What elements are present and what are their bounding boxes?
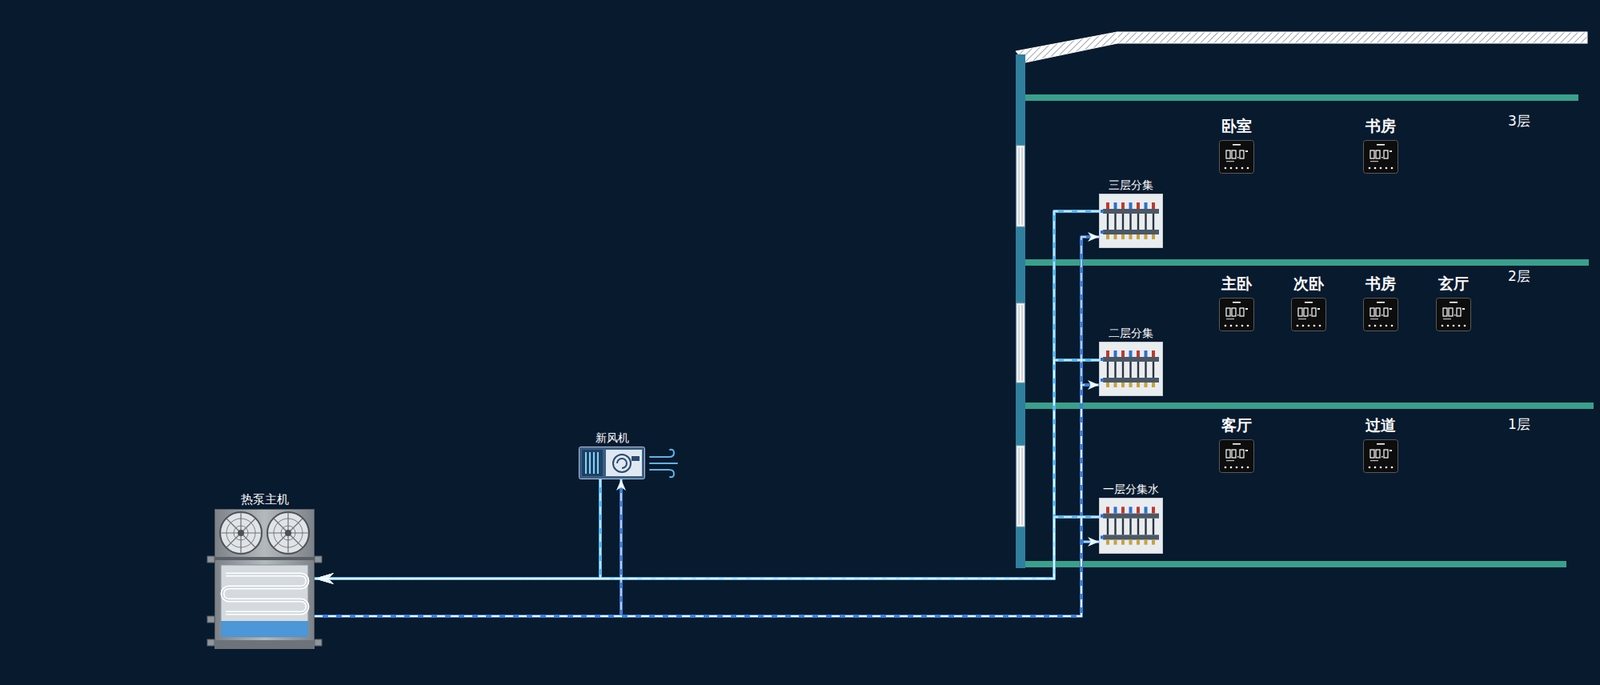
thermostat-icon [1363, 439, 1399, 474]
heat-pump-unit: 热泵主机 [214, 509, 315, 650]
node-label: 卧室 [1221, 117, 1252, 136]
manifold-icon [1098, 193, 1163, 249]
heat-pump-icon [214, 509, 315, 650]
pipe-flow-dash [314, 384, 1099, 617]
node-label: 过道 [1365, 417, 1396, 435]
node-label: 书房 [1365, 275, 1396, 293]
roof-slope [1015, 32, 1118, 63]
pipe-flow-dash [314, 211, 1099, 579]
thermostat-icon [1291, 297, 1327, 332]
pipe-flow-dash [314, 517, 1099, 579]
node-label: 热泵主机 [240, 493, 289, 507]
floor-label: 2层 [1507, 268, 1531, 285]
water-pipe [314, 479, 622, 617]
thermostat-panel: 书房 [1363, 297, 1399, 332]
thermostat-icon [1435, 297, 1472, 332]
water-pipe [314, 360, 1099, 579]
pipe-flow-dash [314, 236, 1099, 617]
manifold-icon [1098, 341, 1163, 397]
node-label: 新风机 [595, 431, 630, 445]
roof-band [1117, 32, 1588, 44]
floor-slab [1025, 94, 1594, 568]
thermostat-icon [1219, 439, 1255, 474]
floor-manifold: 二层分集 [1098, 341, 1163, 397]
floor-label: 3层 [1507, 113, 1531, 130]
building-wall [1015, 54, 1026, 569]
node-label: 三层分集 [1108, 178, 1154, 192]
fresh-air-icon [578, 446, 646, 480]
water-pipe [314, 479, 601, 579]
manifold-icon [1098, 497, 1163, 554]
thermostat-panel: 客厅 [1219, 439, 1255, 474]
fresh-air-unit: 新风机 [578, 446, 646, 480]
water-pipe [314, 517, 1099, 579]
thermostat-panel: 过道 [1363, 439, 1399, 474]
water-pipe [314, 384, 1099, 617]
floor-manifold: 一层分集水 [1098, 497, 1163, 554]
pipe-flow-dash [314, 479, 601, 579]
airflow-symbol [649, 449, 678, 478]
node-label: 主卧 [1221, 275, 1252, 293]
node-label: 玄厅 [1438, 275, 1469, 293]
node-label: 一层分集水 [1102, 482, 1159, 496]
water-pipe [314, 236, 1099, 617]
thermostat-panel: 主卧 [1219, 297, 1255, 332]
water-pipe [314, 211, 1099, 579]
wall-window [1016, 145, 1025, 527]
thermostat-icon [1219, 140, 1255, 174]
floor-manifold: 三层分集 [1098, 193, 1163, 249]
thermostat-panel: 卧室 [1219, 140, 1255, 174]
floor-label: 1层 [1507, 417, 1531, 434]
thermostat-icon [1363, 297, 1399, 332]
thermostat-panel: 玄厅 [1435, 297, 1472, 332]
thermostat-icon [1219, 297, 1255, 332]
node-label: 次卧 [1293, 275, 1324, 293]
node-label: 二层分集 [1108, 326, 1154, 340]
thermostat-panel: 次卧 [1291, 297, 1327, 332]
node-label: 客厅 [1221, 417, 1252, 435]
thermostat-panel: 书房 [1363, 140, 1399, 174]
node-label: 书房 [1365, 117, 1396, 136]
thermostat-icon [1363, 140, 1399, 174]
pipe-flow-dash [314, 360, 1099, 579]
pump-pipe-stub [207, 556, 322, 646]
pipe-flow-dash [314, 479, 622, 617]
